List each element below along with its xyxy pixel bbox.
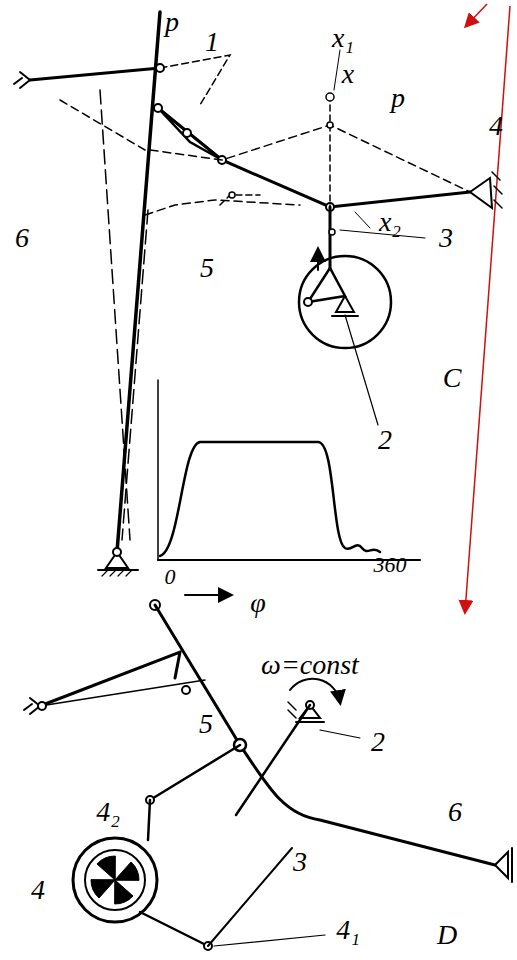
callout-label: φ xyxy=(248,588,268,618)
callout-label: 5 xyxy=(197,709,215,739)
callout-label: 4₁ xyxy=(334,915,362,945)
callout-label: 4₂ xyxy=(94,797,122,827)
callout-label: 0 xyxy=(163,565,178,589)
callout-label: 6 xyxy=(446,797,464,827)
callout-label: 4 xyxy=(29,875,47,905)
callout-label: 2 xyxy=(376,425,394,455)
callout-label: p xyxy=(389,83,407,113)
callout-label: x₁ xyxy=(330,23,356,53)
callout-label: 1 xyxy=(203,27,221,57)
callout-label: ω=const xyxy=(259,650,361,680)
callout-label: 6 xyxy=(13,223,31,253)
callout-label: p xyxy=(163,7,181,37)
callout-label: 3 xyxy=(437,223,455,253)
callout-label: 4 xyxy=(487,111,505,141)
callout-label: x₂ xyxy=(377,207,403,237)
callout-label: 5 xyxy=(198,253,216,283)
callout-label: D xyxy=(435,920,459,950)
callout-label: x xyxy=(340,59,356,89)
callout-label: 360 xyxy=(372,553,409,577)
callout-label: 2 xyxy=(369,727,387,757)
callout-label: C xyxy=(441,363,464,393)
callout-label: 3 xyxy=(291,847,309,877)
